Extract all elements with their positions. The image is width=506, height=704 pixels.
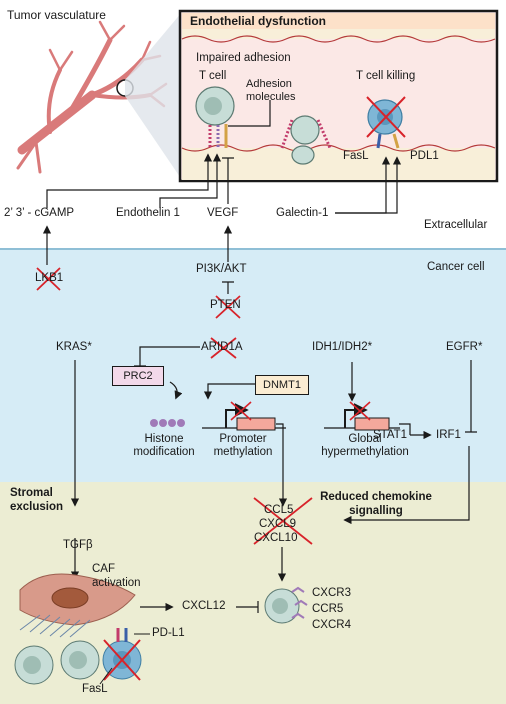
adhesion-molecules-label: Adhesion molecules	[246, 78, 296, 103]
histone-icon	[150, 419, 185, 427]
receptor-t-cell-icon	[264, 586, 308, 624]
stromal-t-cells-icon	[14, 628, 150, 685]
ccr5-label: CCR5	[312, 603, 344, 615]
impaired-adhesion-label: Impaired adhesion	[196, 52, 291, 64]
tumor-vasculature-label: Tumor vasculature	[7, 8, 106, 22]
cxcr4-label: CXCR4	[312, 619, 351, 631]
cancer-cell-label: Cancer cell	[427, 261, 485, 273]
pten-label: PTEN	[210, 299, 241, 311]
histone-label: Histone modification	[133, 433, 195, 458]
pdl1-label: PDL1	[410, 150, 439, 162]
global-gene-icon	[324, 401, 400, 431]
endothelial-title: Endothelial dysfunction	[190, 14, 327, 28]
rolling-t-cell-icon	[280, 115, 332, 165]
stat1-label: STAT1	[373, 429, 408, 441]
cxcr3-label: CXCR3	[312, 587, 351, 599]
kras-label: KRAS*	[56, 341, 92, 353]
promoter-gene-icon	[202, 401, 286, 431]
stromal-exclusion-label: Stromal exclusion	[10, 487, 64, 513]
egfr-label: EGFR*	[446, 341, 483, 353]
galectin-label: Galectin-1	[276, 207, 329, 219]
cxcl10-label: CXCL10	[254, 532, 298, 544]
fasl-label: FasL	[343, 150, 369, 162]
t-cell-killing-label: T cell killing	[356, 70, 416, 82]
reduced-chemokine-label: Reduced chemokine signalling	[320, 491, 432, 517]
fasl-stroma-label: FasL	[82, 683, 108, 695]
extracellular-label: Extracellular	[424, 219, 488, 231]
cxcl12-label: CXCL12	[182, 600, 226, 612]
irf1-label: IRF1	[436, 429, 461, 441]
zoom-wedge	[125, 12, 182, 180]
arid1a-label: ARID1A	[201, 341, 243, 353]
tgfb-label: TGFβ	[63, 539, 93, 551]
lkb1-label: LKB1	[35, 272, 64, 284]
cxcl9-label: CXCL9	[259, 518, 297, 530]
vegf-label: VEGF	[207, 207, 239, 219]
ccl5-label: CCL5	[264, 504, 294, 516]
cgamp-label: 2’ 3’ - cGAMP	[4, 207, 75, 219]
pdl1-stroma-label: PD-L1	[152, 627, 185, 639]
dnmt1-box: DNMT1	[255, 375, 309, 395]
t-cell-icon	[195, 86, 235, 148]
caf-icon	[19, 573, 136, 638]
killed-t-cell-icon	[366, 96, 406, 149]
prc2-box: PRC2	[112, 366, 164, 386]
caf-activation-label: CAF activation	[92, 563, 141, 589]
endothelin-label: Endothelin 1	[116, 207, 180, 219]
cross-marks	[36, 267, 313, 545]
promoter-label: Promoter methylation	[213, 433, 273, 458]
idh-label: IDH1/IDH2*	[312, 341, 373, 353]
global-label: Global hypermethylation	[321, 433, 409, 458]
t-cell-label: T cell	[199, 70, 227, 82]
pi3k-label: PI3K/AKT	[196, 263, 247, 275]
cancer-cell-region	[0, 248, 506, 484]
